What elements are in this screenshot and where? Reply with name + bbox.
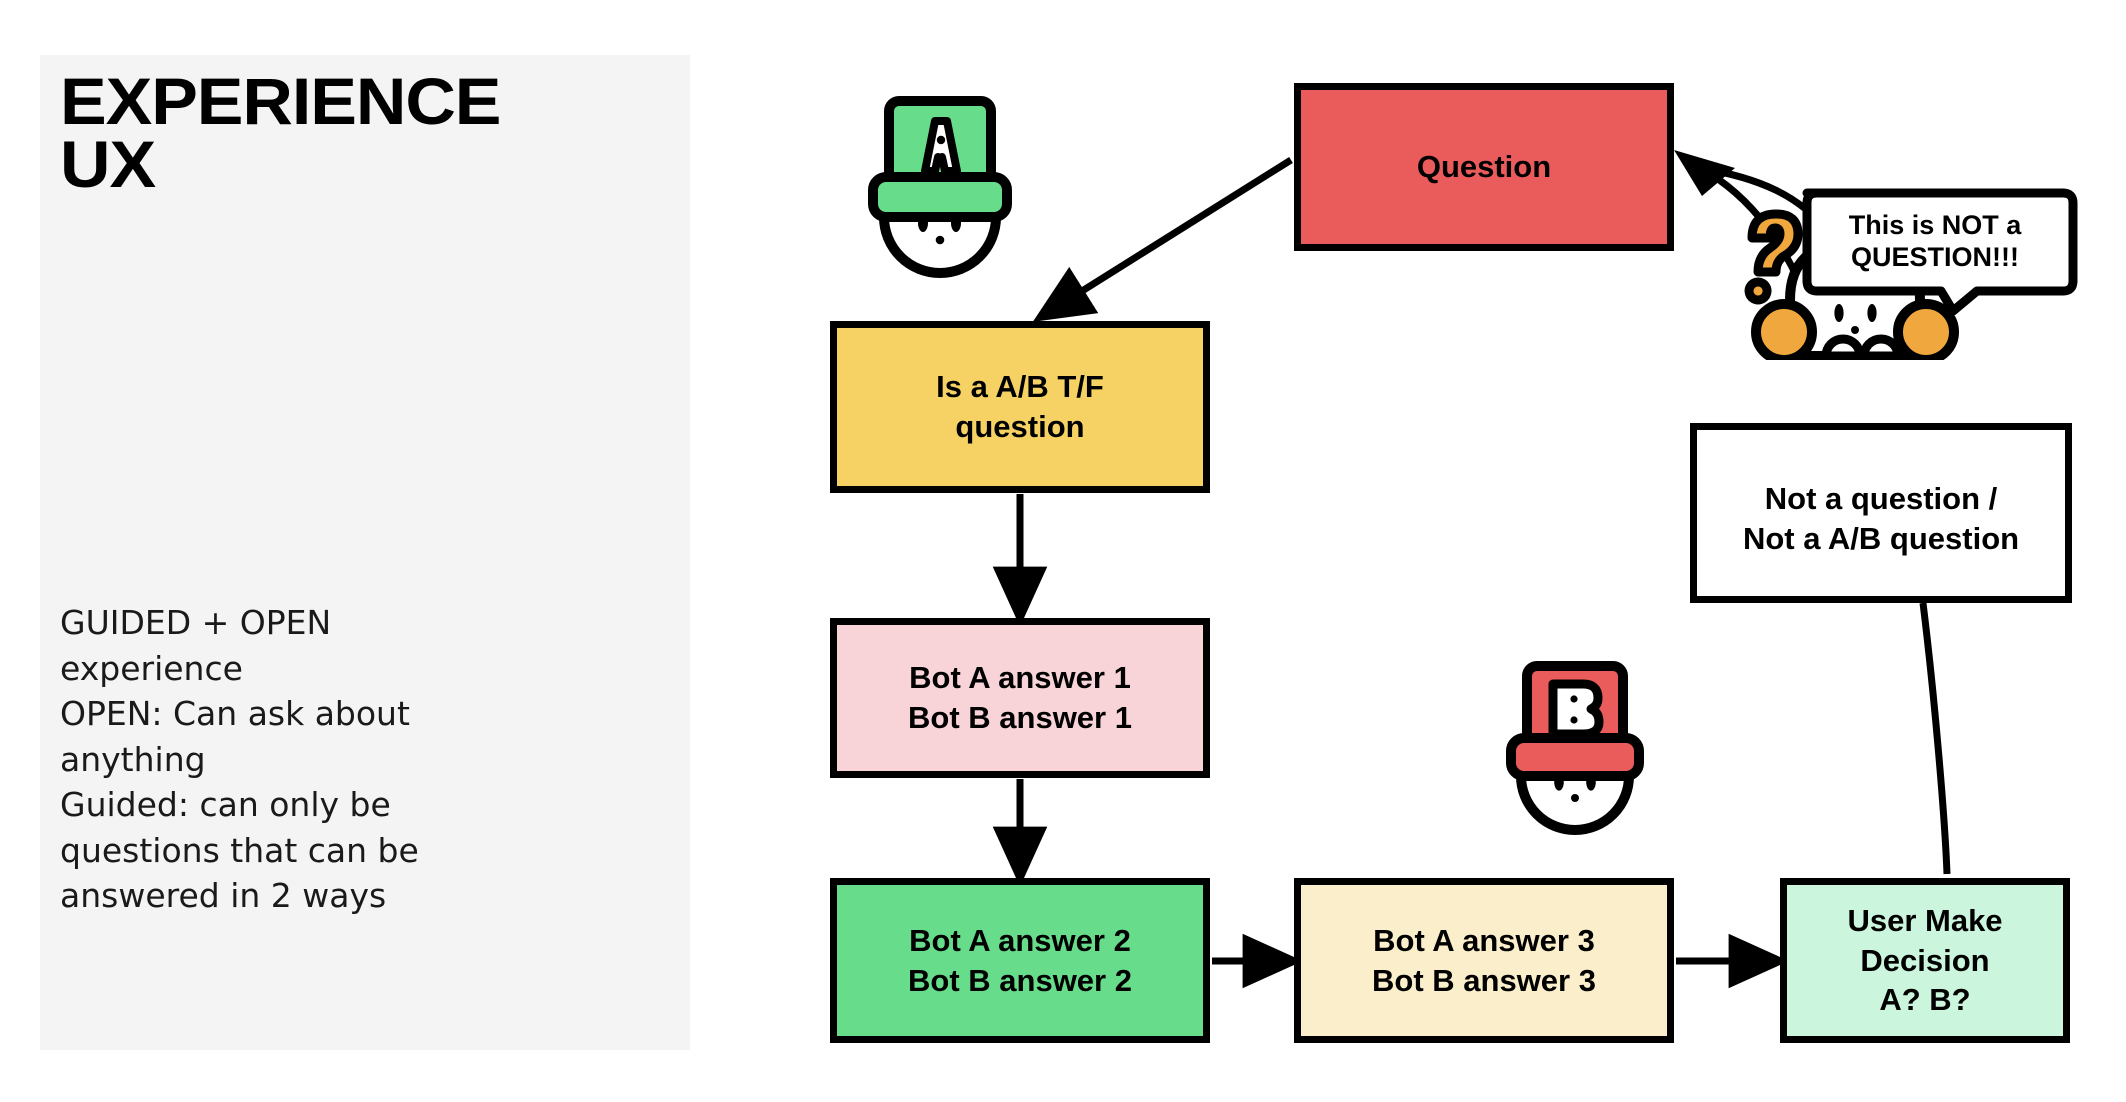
- node-not-a-question[interactable]: Not a question / Not a A/B question: [1690, 423, 2072, 603]
- node-answer-1[interactable]: Bot A answer 1 Bot B answer 1: [830, 618, 1210, 778]
- left-info-panel: [40, 55, 690, 1050]
- node-user-make-decision-label: User Make Decision A? B?: [1847, 902, 2003, 1018]
- node-answer-3-label: Bot A answer 3 Bot B answer 3: [1372, 922, 1596, 998]
- bot-a-avatar-icon: [868, 96, 1012, 278]
- node-answer-1-label: Bot A answer 1 Bot B answer 1: [908, 660, 1132, 735]
- bot-b-avatar-icon: [1506, 661, 1644, 835]
- node-answer-3[interactable]: Bot A answer 3 Bot B answer 3: [1294, 878, 1674, 1043]
- panel-description-text: GUIDED + OPEN experience OPEN: Can ask a…: [60, 603, 419, 916]
- edge-question-to-isab: [1032, 157, 1293, 322]
- page-title: EXPERIENCE UX: [60, 64, 501, 202]
- node-question-label: Question: [1416, 149, 1552, 185]
- node-answer-2-label: Bot A answer 2 Bot B answer 2: [908, 922, 1132, 998]
- node-is-ab-tf-question[interactable]: Is a A/B T/F question: [830, 321, 1210, 493]
- node-not-a-question-label: Not a question / Not a A/B question: [1742, 481, 2020, 556]
- speech-bubble-text: This is NOT a QUESTION!!!: [1848, 210, 2022, 272]
- node-user-make-decision[interactable]: User Make Decision A? B?: [1780, 878, 2070, 1043]
- edge-notq-to-decision: [1919, 602, 1951, 875]
- node-question[interactable]: Question: [1294, 83, 1674, 251]
- node-is-ab-tf-question-label: Is a A/B T/F question: [936, 369, 1104, 444]
- node-answer-2[interactable]: Bot A answer 2 Bot B answer 2: [830, 878, 1210, 1043]
